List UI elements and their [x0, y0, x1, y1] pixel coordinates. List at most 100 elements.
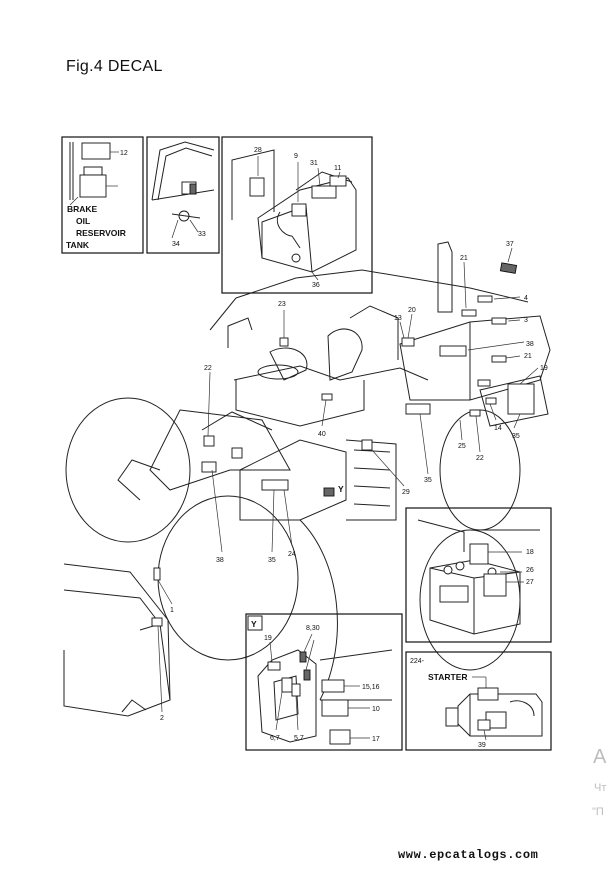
label-reservoir: RESERVOIR [76, 228, 126, 238]
callout-29: 29 [402, 489, 410, 496]
inset-dash-frame [146, 136, 220, 254]
decal-4 [477, 295, 493, 303]
callout-13: 13 [394, 315, 402, 322]
inset-console-frame [221, 136, 373, 294]
callout-20: 20 [408, 307, 416, 314]
callout-24: 24 [288, 551, 296, 558]
callout-8-30: 8,30 [306, 625, 320, 632]
callout-22-right: 22 [476, 455, 484, 462]
decal-31 [311, 185, 337, 199]
decal-22-left [203, 435, 215, 447]
watermark-line-3: "П [592, 806, 604, 818]
decal-21-mid [491, 355, 507, 363]
decal-29 [361, 439, 373, 451]
decal-39 [477, 719, 491, 731]
decal-27 [439, 585, 469, 603]
decal-starter [477, 687, 499, 701]
callout-38-right: 38 [526, 341, 534, 348]
inset-brake-frame [61, 136, 144, 254]
decal-40 [321, 393, 333, 401]
callout-6-7: 6,7 [270, 735, 280, 742]
decal-22-left2 [231, 447, 243, 459]
callout-3: 3 [524, 317, 528, 324]
callout-9: 9 [294, 153, 298, 160]
inset-view-y: Y 19 8,30 15,16 10 6,7 5,7 17 [245, 613, 403, 751]
callout-40: 40 [318, 431, 326, 438]
decal-35-deck [405, 403, 431, 415]
decal-22-right [469, 409, 481, 417]
callout-view-y: Y [338, 484, 344, 494]
watermark-line-2: Чт [594, 782, 607, 794]
decal-38-arm [201, 461, 217, 473]
callout-leaders [157, 247, 539, 713]
label-oil: OIL [76, 216, 90, 226]
callout-18: 18 [526, 549, 534, 556]
callout-5-7: 5,7 [294, 735, 304, 742]
decal-3 [491, 317, 507, 325]
inset-brake-oil-tank: 12 BRAKE OIL RESERVOIR TANK [61, 136, 144, 254]
decal-1 [153, 567, 161, 581]
starter-tag: 224- [410, 658, 425, 665]
callout-1: 1 [170, 607, 174, 614]
inset-battery-frame [405, 507, 552, 643]
inset-view-y-frame [245, 613, 403, 751]
starter-label: STARTER [428, 672, 468, 682]
watermark-letter: A [593, 746, 607, 768]
decal-9 [291, 203, 307, 217]
callout-12: 12 [120, 150, 128, 157]
decal-38 [439, 345, 467, 357]
decal-17 [329, 729, 351, 745]
decal-26 [483, 573, 507, 597]
callout-2: 2 [160, 715, 164, 722]
decal-18 [469, 543, 489, 565]
decal-35-front [261, 479, 289, 491]
callout-38-left: 38 [216, 557, 224, 564]
callout-35-front: 35 [268, 557, 276, 564]
label-brake: BRAKE [67, 204, 98, 214]
decal-35-right [507, 383, 535, 415]
callout-10: 10 [372, 706, 380, 713]
decal-6-7 [281, 677, 293, 693]
inset-console: 28 9 31 11 36 [221, 136, 373, 294]
decal-8-30a [299, 651, 307, 663]
decal-5-7 [291, 683, 301, 697]
callout-15-16: 15,16 [362, 684, 380, 691]
callout-23: 23 [278, 301, 286, 308]
decal-37 [499, 262, 518, 274]
decal-19 [267, 661, 281, 671]
rear-left-wheel [65, 397, 191, 543]
decal-28 [249, 177, 265, 197]
footer-url[interactable]: www.epcatalogs.com [398, 848, 539, 862]
decal-21-top [461, 309, 477, 317]
callout-4: 4 [524, 295, 528, 302]
callout-33: 33 [198, 231, 206, 238]
decal-10 [321, 699, 349, 717]
callout-37: 37 [506, 241, 514, 248]
callout-26: 26 [526, 567, 534, 574]
callout-19: 19 [540, 365, 548, 372]
callout-36-console: 36 [312, 282, 320, 289]
inset-battery: 18 26 27 [405, 507, 552, 643]
decal-12 [81, 142, 111, 160]
callout-34: 34 [172, 241, 180, 248]
decal-2 [151, 617, 163, 627]
view-y-tag: Y [251, 619, 257, 629]
brake-oil-tank [79, 174, 107, 198]
inset-starter: 224- STARTER 39 [405, 651, 552, 751]
callout-25: 25 [458, 443, 466, 450]
callout-35-right: 35 [512, 433, 520, 440]
callout-17: 17 [372, 736, 380, 743]
main-decals [151, 262, 535, 627]
inset-dash: 34 33 [146, 136, 220, 254]
decal-15-16 [321, 679, 345, 693]
decal-8-30b [303, 669, 311, 681]
decal-11 [329, 175, 347, 187]
decal-14 [485, 397, 497, 405]
callout-14: 14 [494, 425, 502, 432]
callout-19-y: 19 [264, 635, 272, 642]
decal-y-area [323, 487, 335, 497]
callout-31: 31 [310, 160, 318, 167]
front-left-wheel [157, 495, 299, 661]
callout-27: 27 [526, 579, 534, 586]
